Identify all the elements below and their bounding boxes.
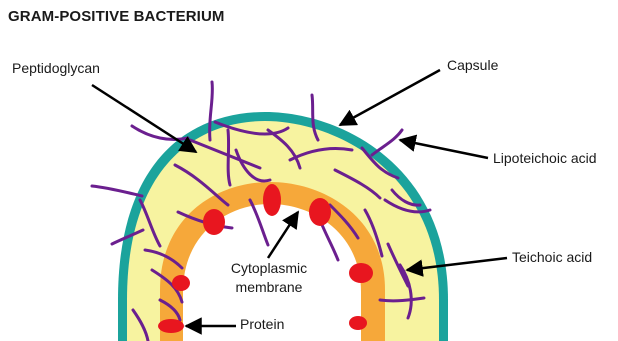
label-capsule: Capsule: [447, 57, 498, 73]
protein-blob: [172, 275, 190, 291]
label-cytoplasmic-line1: Cytoplasmic: [214, 259, 324, 278]
peptidoglycan-arrow: [92, 85, 196, 152]
label-protein: Protein: [240, 316, 284, 332]
protein-blob: [158, 319, 184, 333]
protein-blob: [349, 263, 373, 283]
capsule-arrow: [340, 70, 440, 125]
label-peptidoglycan: Peptidoglycan: [12, 60, 100, 76]
label-lipoteichoic-acid: Lipoteichoic acid: [493, 150, 597, 166]
protein-blob: [309, 198, 331, 226]
protein-blob: [203, 209, 225, 235]
lipoteichoic-arrow: [400, 140, 488, 158]
protein-blob: [263, 184, 281, 216]
diagram-title: GRAM-POSITIVE BACTERIUM: [8, 8, 224, 25]
label-cytoplasmic-membrane: Cytoplasmic membrane: [214, 259, 324, 297]
label-cytoplasmic-line2: membrane: [214, 278, 324, 297]
protein-blob: [349, 316, 367, 330]
label-teichoic-acid: Teichoic acid: [512, 249, 592, 265]
